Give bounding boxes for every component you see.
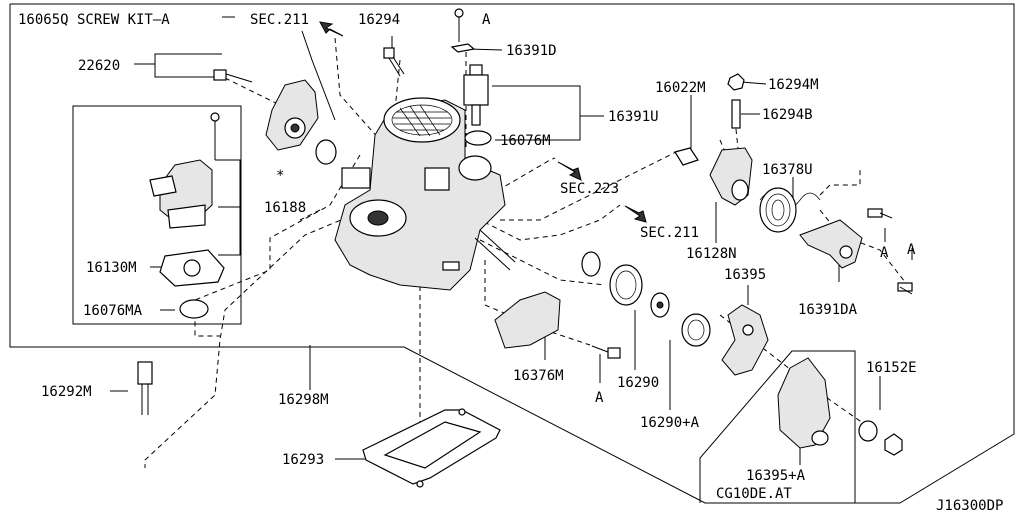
label-16065q-screw-kit: 16065Q SCREW KIT—A	[18, 12, 170, 28]
screw-16391d-top	[450, 8, 476, 53]
label-16294m: 16294M	[768, 77, 819, 93]
o-ring-16076m	[464, 130, 492, 146]
label-sec223: SEC.223	[560, 181, 619, 197]
spring-16290	[581, 251, 670, 318]
bolt-16292m	[137, 361, 153, 415]
label-16298m: 16298M	[278, 392, 329, 408]
label-16395a: 16395+A	[746, 468, 806, 484]
bracket-16391da	[799, 208, 913, 295]
sensor-16391u	[463, 64, 489, 126]
arrow-sec223	[557, 161, 582, 181]
o-ring-16076ma	[179, 299, 209, 319]
label-ref-a-bottom: A	[595, 390, 604, 406]
label-sec211-mid: SEC.211	[640, 225, 699, 241]
label-cg10de-at: CG10DE.AT	[716, 486, 792, 502]
bolt-16376m	[591, 345, 621, 359]
label-16378u: 16378U	[762, 162, 813, 178]
idle-air-valve-22620	[213, 69, 337, 165]
label-16395: 16395	[724, 267, 766, 283]
label-sec211-top: SEC.211	[250, 12, 309, 28]
label-16076ma: 16076MA	[83, 303, 143, 319]
gasket-16293	[362, 408, 501, 488]
label-16294: 16294	[358, 12, 400, 28]
label-ref-a-bolt: A	[907, 242, 916, 258]
label-16292m: 16292M	[41, 384, 92, 400]
nut-16152e	[884, 433, 903, 456]
linkage-16395a	[777, 357, 831, 449]
label-16188: 16188	[264, 200, 306, 216]
cg10de-subframe	[699, 350, 856, 503]
label-16391u: 16391U	[608, 109, 659, 125]
throttle-body-main	[334, 97, 516, 291]
idle-control-valve-16188	[149, 112, 220, 229]
label-22620: 22620	[78, 58, 120, 74]
label-16293: 16293	[282, 452, 324, 468]
stud-16294b	[731, 99, 741, 129]
idle-valve-subframe	[72, 105, 242, 325]
arrow-sec211-mid	[624, 205, 647, 223]
label-16152e: 16152E	[866, 360, 917, 376]
drawing-id: J16300DP	[936, 498, 1003, 512]
label-16290a: 16290+A	[640, 415, 700, 431]
label-star: *	[276, 168, 284, 184]
lever-16128n	[709, 147, 753, 206]
screw-16294	[383, 47, 405, 77]
callout-labels: 16065Q SCREW KIT—A SEC.211 16294 A 16391…	[18, 12, 1003, 512]
label-16376m: 16376M	[513, 368, 564, 384]
label-16294b: 16294B	[762, 107, 813, 123]
pin-16022m	[674, 147, 699, 166]
spring-16290a	[681, 313, 711, 347]
spring-16378u	[759, 187, 821, 233]
label-16022m: 16022M	[655, 80, 706, 96]
cam-16395	[721, 304, 769, 376]
label-ref-a-right: A	[880, 245, 889, 261]
label-16128n: 16128N	[686, 246, 737, 262]
label-16391da: 16391DA	[798, 302, 858, 318]
nut-16294m	[727, 73, 745, 91]
gasket-16130m	[159, 249, 225, 287]
label-16290: 16290	[617, 375, 659, 391]
label-16391d: 16391D	[506, 43, 557, 59]
label-ref-a-top: A	[482, 12, 491, 28]
label-16130m: 16130M	[86, 260, 137, 276]
assembly-frame	[9, 3, 1015, 504]
bracket-16376m	[494, 291, 561, 349]
washer-16152e	[858, 420, 878, 442]
arrow-sec211-top	[319, 21, 344, 37]
label-16076m: 16076M	[500, 133, 551, 149]
